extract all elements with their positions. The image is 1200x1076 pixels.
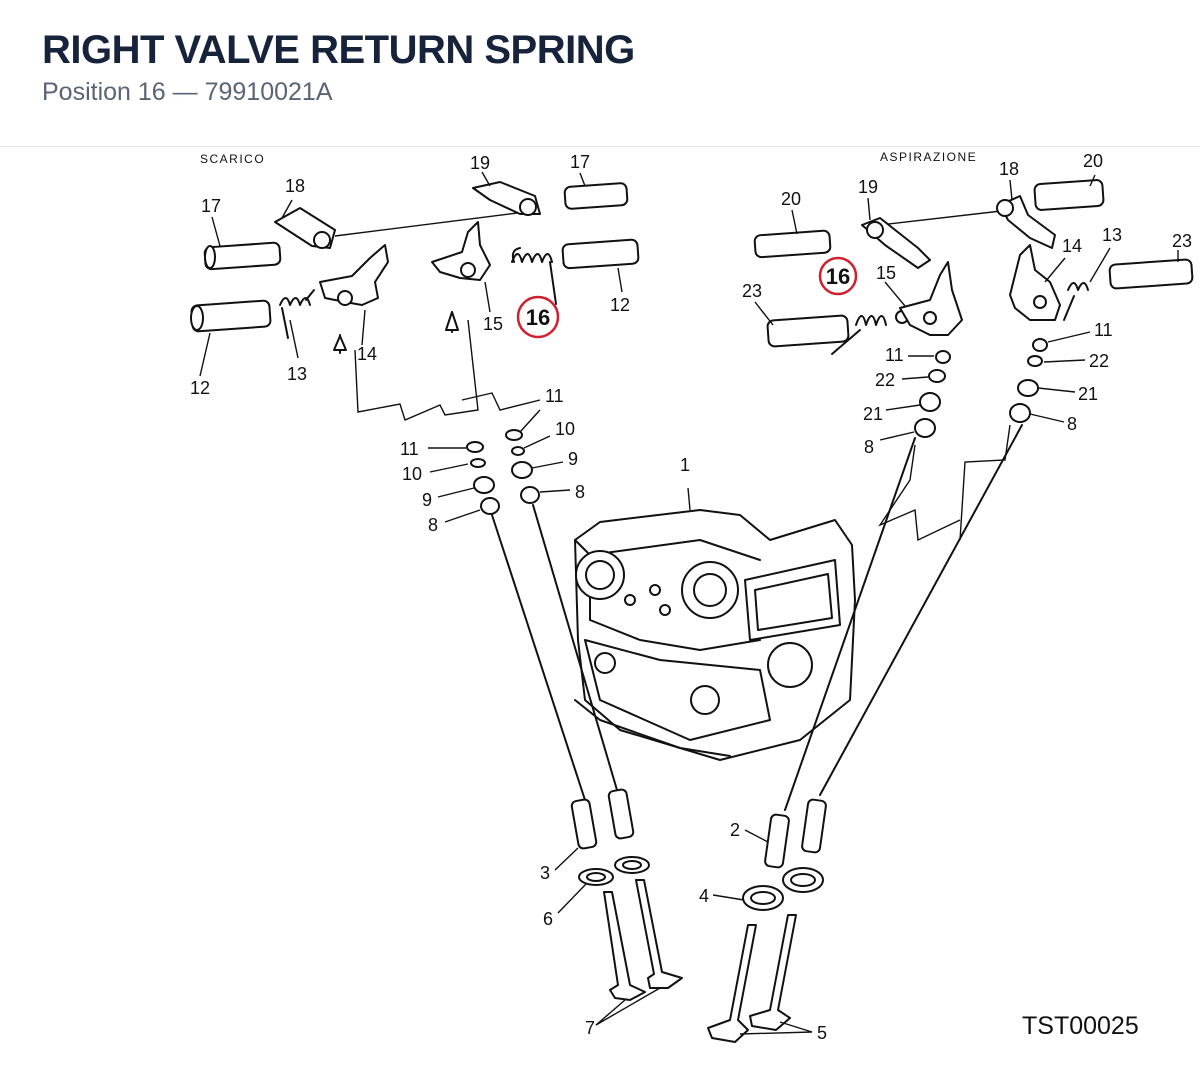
part-label: 4 <box>699 886 709 906</box>
part-label: 8 <box>864 437 874 457</box>
valve-keepers-left <box>466 429 540 515</box>
part-label: 12 <box>610 295 630 315</box>
rocker-fork-15-left <box>431 221 491 281</box>
rocker-fork-14-right <box>1009 244 1061 321</box>
rocker-shaft-12-left <box>190 299 272 333</box>
part-label: 9 <box>422 490 432 510</box>
part-label: 11 <box>400 439 419 459</box>
section-exhaust-label: SCARICO <box>200 152 265 166</box>
part-label: 2 <box>730 820 740 840</box>
cylinder-head-1 <box>574 509 856 761</box>
part-label: 23 <box>742 281 762 301</box>
highlight-callout-right[interactable]: 16 <box>818 256 858 296</box>
part-label: 6 <box>543 909 553 929</box>
rocker-fork-14-left <box>319 244 389 306</box>
valve-keepers-right <box>914 338 1048 438</box>
rocker-shaft-20-left <box>753 229 832 259</box>
valves-intake <box>707 424 1023 1043</box>
part-label: 8 <box>428 515 438 535</box>
intake-assembly <box>753 179 1194 542</box>
part-label: 15 <box>483 314 503 334</box>
part-label: 11 <box>545 386 564 406</box>
rocker-fork-15-right <box>899 261 963 336</box>
part-number-labels: 17 18 19 17 12 13 14 15 12 11 10 9 8 11 … <box>190 151 1192 1043</box>
rocker-shaft-17-left <box>203 241 282 271</box>
part-label: 20 <box>781 189 801 209</box>
part-label: 12 <box>190 378 210 398</box>
part-label: 9 <box>568 449 578 469</box>
part-label: 23 <box>1172 231 1192 251</box>
page-title: RIGHT VALVE RETURN SPRING <box>42 28 635 72</box>
part-label: 18 <box>999 159 1019 179</box>
part-label: 19 <box>470 153 490 173</box>
part-label: 17 <box>201 196 221 216</box>
part-label: 3 <box>540 863 550 883</box>
rocker-arm-19-right <box>861 217 931 269</box>
part-subtitle: Position 16 — 79910021A <box>42 78 333 106</box>
rocker-shaft-23-left <box>766 314 850 348</box>
rocker-arm-18-right <box>996 195 1056 249</box>
part-label: 19 <box>858 177 878 197</box>
part-label: 11 <box>1094 320 1113 340</box>
part-label: 13 <box>287 364 307 384</box>
rocker-shaft-20-right <box>1033 179 1105 211</box>
part-label: 13 <box>1102 225 1122 245</box>
rocker-arm-18-left <box>274 207 336 249</box>
part-label: 20 <box>1083 151 1103 171</box>
valve-return-spring-16-left <box>511 247 557 305</box>
part-label: 17 <box>570 152 590 172</box>
part-label: 14 <box>357 344 377 364</box>
highlight-number: 16 <box>826 264 850 289</box>
part-label: 21 <box>863 404 883 424</box>
part-label: 1 <box>680 455 690 475</box>
highlight-circle <box>818 256 858 296</box>
part-label: 10 <box>555 419 575 439</box>
part-label: 15 <box>876 263 896 283</box>
part-label: 7 <box>585 1018 595 1038</box>
rocker-shaft-12-right <box>561 238 640 270</box>
rocker-shaft-17-right <box>563 182 629 210</box>
highlight-circle <box>516 295 560 339</box>
valves-exhaust <box>491 504 683 1026</box>
section-intake-label: ASPIRAZIONE <box>880 150 977 164</box>
header: RIGHT VALVE RETURN SPRING Position 16 — … <box>0 0 1200 147</box>
drawing-reference-code: TST00025 <box>1022 1012 1139 1040</box>
part-label: 8 <box>575 482 585 502</box>
highlight-number: 16 <box>526 305 550 330</box>
part-label: 22 <box>875 370 895 390</box>
rocker-shaft-23-right <box>1108 258 1194 290</box>
highlight-callout-left[interactable]: 16 <box>516 295 560 339</box>
rocker-arm-19 <box>472 181 541 216</box>
part-label: 18 <box>285 176 305 196</box>
part-label: 5 <box>817 1023 827 1043</box>
part-label: 22 <box>1089 351 1109 371</box>
part-label: 8 <box>1067 414 1077 434</box>
part-label: 11 <box>885 345 904 365</box>
exhaust-assembly <box>190 181 640 523</box>
spring-13-left <box>279 289 315 339</box>
part-label: 14 <box>1062 236 1082 256</box>
valve-return-spring-16-right <box>831 310 909 355</box>
part-label: 10 <box>402 464 422 484</box>
part-label: 21 <box>1078 384 1098 404</box>
spring-13-right <box>1063 282 1089 321</box>
